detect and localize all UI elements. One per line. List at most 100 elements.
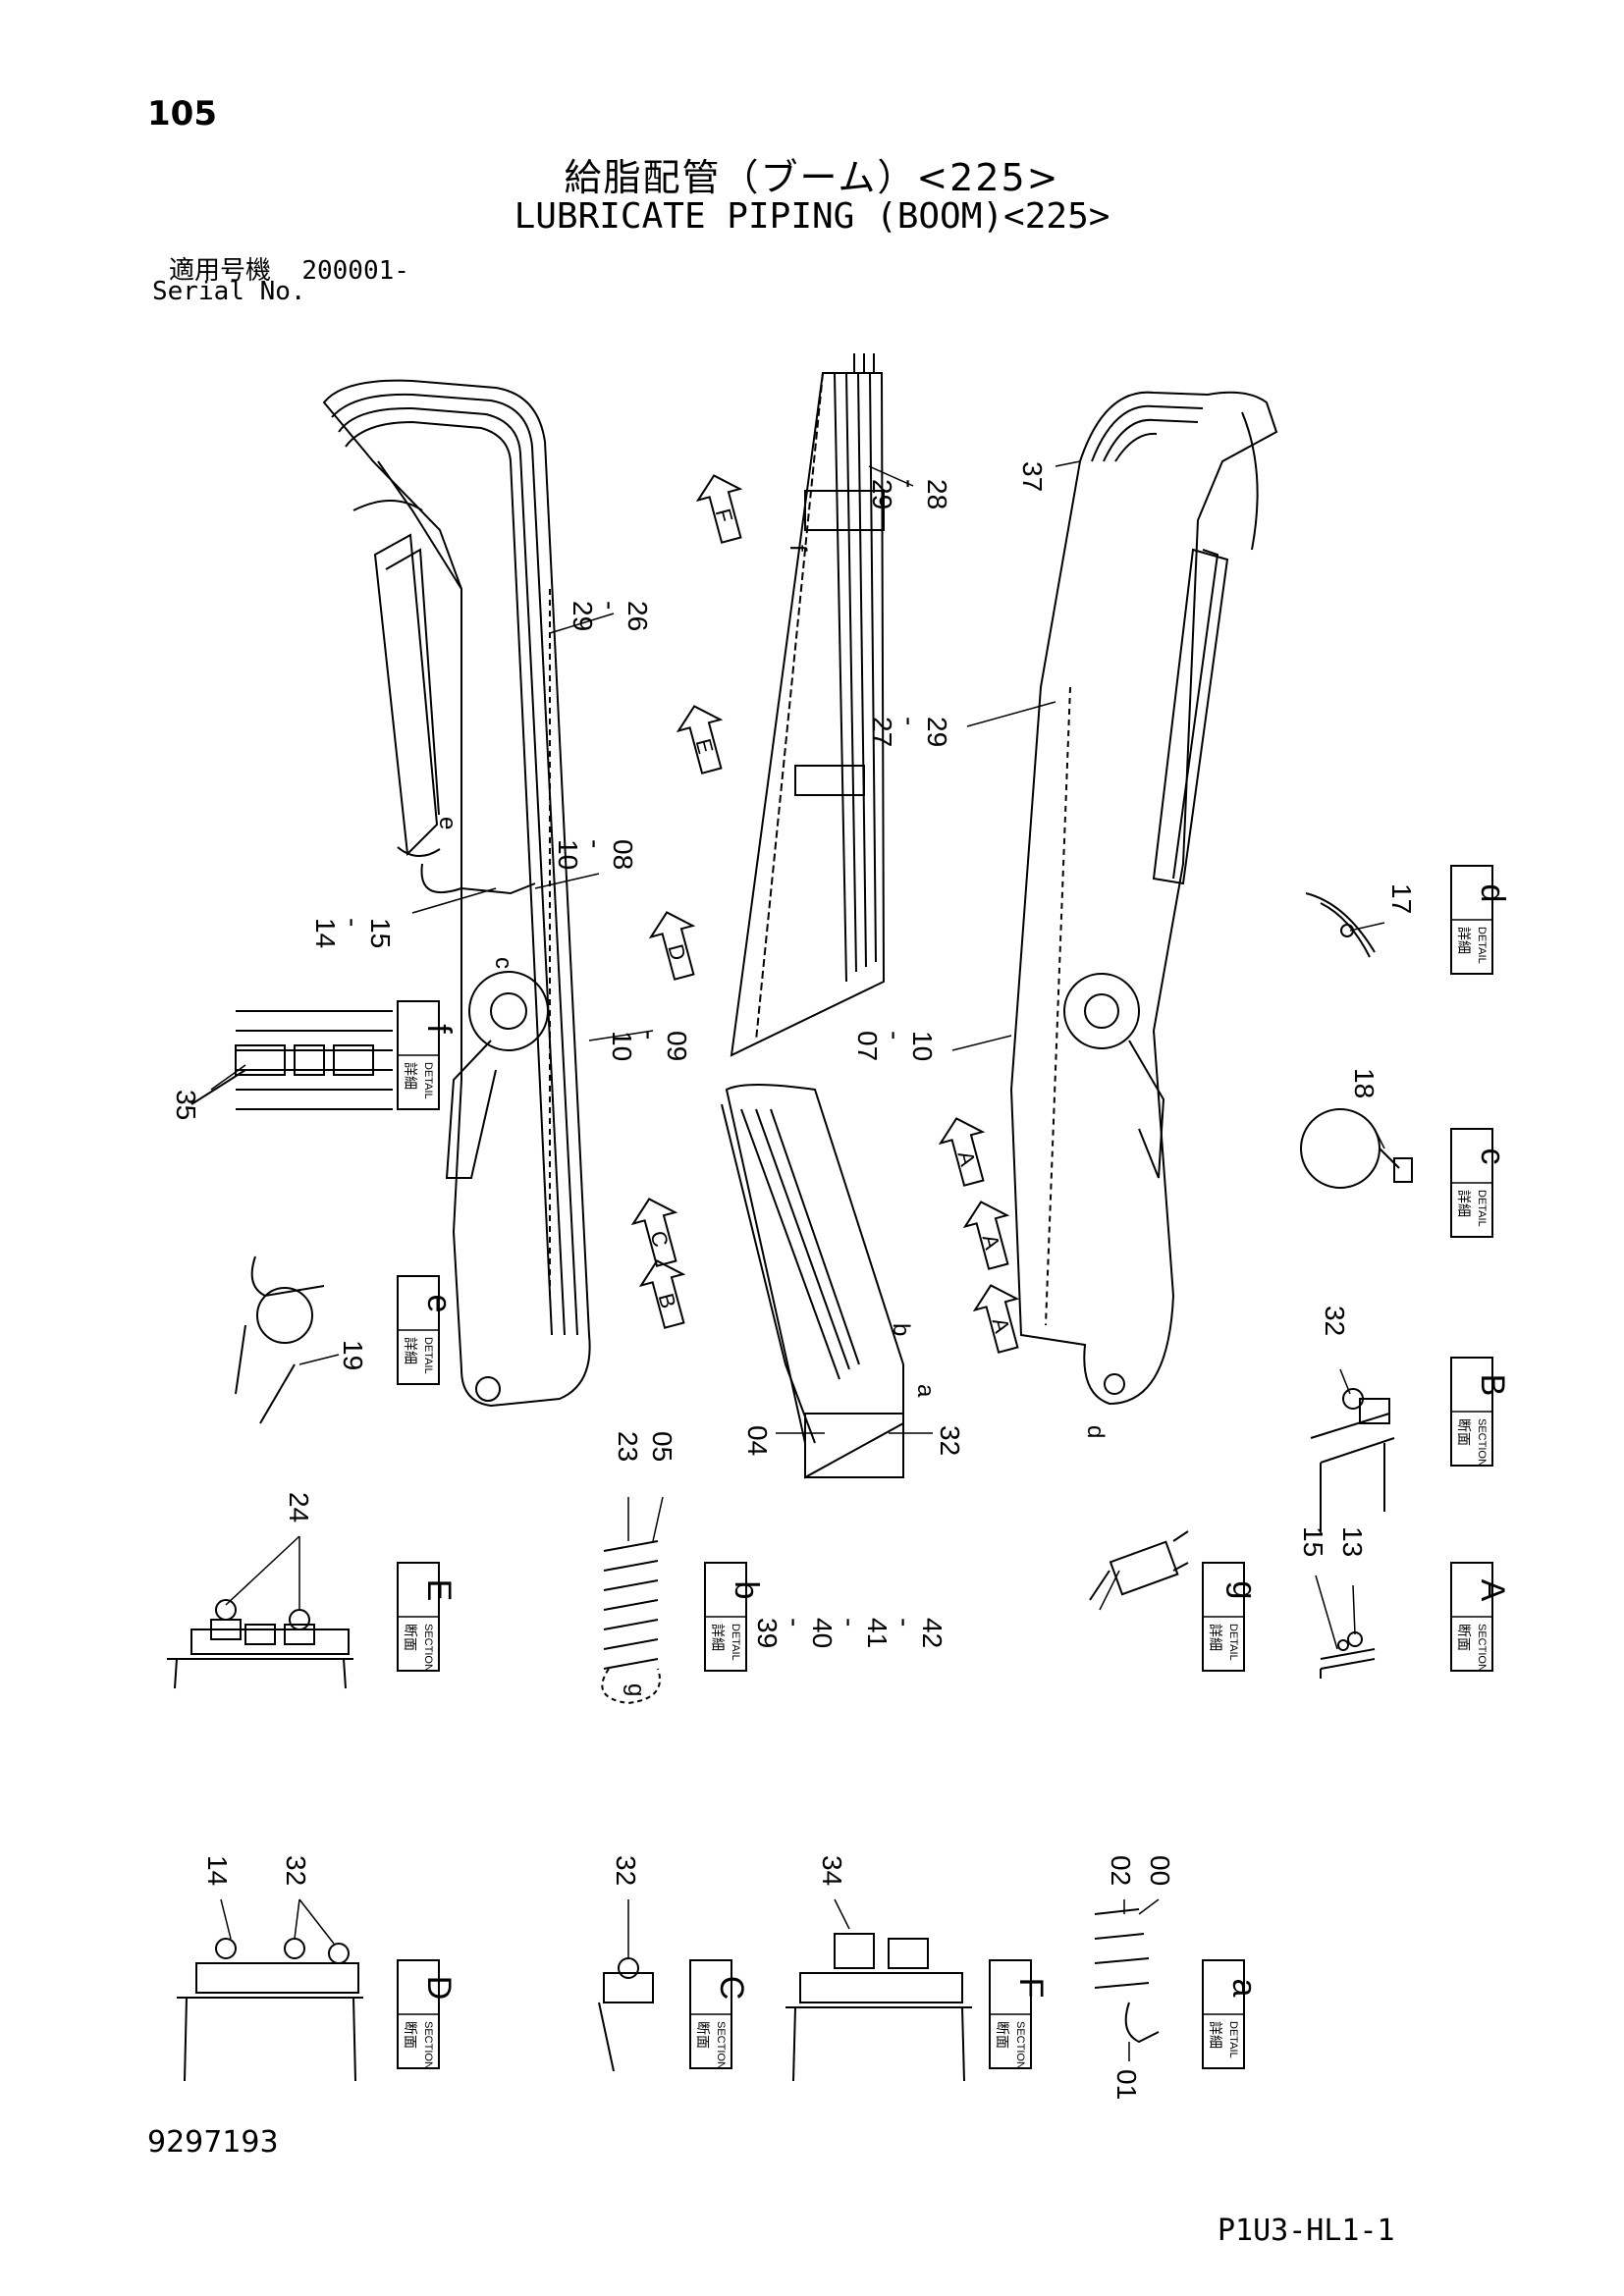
view-box-letter: d (1474, 884, 1511, 903)
view-arrow-E: E (676, 705, 724, 774)
view-box-a: a 詳細 DETAIL (1202, 1959, 1263, 2069)
center-lower-boom-drawing (721, 1084, 904, 1479)
view-box-letter: e (420, 1295, 458, 1313)
view-box-en: SECTION (422, 1624, 434, 1672)
view-box-letter: g (1225, 1581, 1263, 1600)
callout-label: 19 (338, 1340, 368, 1370)
callout-label: 29-27 (867, 717, 952, 747)
view-box-jp: 詳細 (1456, 927, 1472, 954)
view-arrow-F: F (695, 474, 743, 544)
view-arrows: F E D C B A A A (630, 474, 1020, 1354)
view-arrow-A: A (938, 1117, 986, 1187)
serial-range: 200001- (301, 256, 409, 286)
part-callouts: 26-29 08-10 15-14 09-10 28-29 37 29-27 1… (171, 461, 1417, 2100)
view-arrow-label: C (645, 1228, 673, 1250)
marker-f: f (785, 545, 811, 552)
view-arrow-B: B (638, 1259, 686, 1329)
view-box-letter: a (1225, 1979, 1263, 1998)
callout-label: 02 (1106, 1855, 1136, 1886)
view-box-jp: 詳細 (1208, 1624, 1223, 1651)
callout-label: 01 (1111, 2069, 1142, 2100)
callout-label: 10-07 (852, 1031, 938, 1061)
section-E-sketch (167, 1599, 353, 1689)
view-box-en: SECTION (1014, 2021, 1026, 2069)
callout-label: 15-14 (310, 918, 396, 948)
title-english: LUBRICATE PIPING (BOOM)<225> (514, 196, 1110, 237)
callout-label: 13 (1337, 1526, 1368, 1557)
callout-label: 26-29 (568, 601, 653, 631)
view-arrow-A: A (972, 1284, 1020, 1354)
view-box-d: d 詳細 DETAIL (1450, 865, 1511, 975)
serial-label-japanese: 適用号機 (169, 256, 272, 286)
callout-label: 15 (1298, 1526, 1328, 1557)
page-number: 105 (147, 94, 217, 133)
center-upper-boom-drawing (730, 353, 886, 1057)
callout-label: 08-10 (553, 839, 638, 870)
view-box-en: DETAIL (730, 1624, 741, 1661)
callout-label: 00 (1145, 1855, 1175, 1886)
view-box-letter: D (420, 1976, 458, 2001)
view-box-letter: C (713, 1976, 750, 2001)
detail-c-sketch (1300, 1108, 1413, 1189)
section-B-sketch (1310, 1388, 1395, 1531)
detail-sketches (167, 892, 1413, 2082)
view-box-jp: 断面 (995, 2021, 1010, 2049)
left-boom-drawing (322, 379, 591, 1408)
marker-g: g (623, 1683, 649, 1696)
view-box-en: DETAIL (1476, 1190, 1488, 1227)
view-label-boxes: f 詳細 DETAIL e 詳細 DETAIL d 詳細 DETAIL c 詳細… (397, 865, 1511, 2069)
view-box-en: SECTION (1476, 1624, 1488, 1672)
view-box-letter: f (420, 1024, 458, 1034)
view-arrow-label: B (654, 1291, 681, 1311)
view-box-letter: c (1474, 1148, 1511, 1165)
callout-label: 14 (202, 1855, 233, 1886)
document-number: 9297193 (147, 2125, 279, 2160)
serial-line-japanese: 適用号機 200001- (169, 250, 409, 287)
view-box-e: e 詳細 DETAIL (397, 1275, 458, 1385)
callout-label: 23 (613, 1431, 643, 1462)
title-japanese: 給脂配管（ブーム）<225> (564, 156, 1060, 199)
view-box-en: SECTION (422, 2021, 434, 2069)
view-box-E: E 断面 SECTION (397, 1562, 458, 1672)
marker-d: d (1082, 1425, 1109, 1438)
detail-e-sketch (235, 1255, 325, 1424)
callout-label: 32 (611, 1855, 641, 1886)
callout-label: 09-10 (607, 1031, 692, 1061)
view-box-letter: F (1012, 1978, 1050, 1999)
view-box-en: SECTION (1476, 1418, 1488, 1467)
callout-label: 37 (1017, 461, 1048, 492)
view-arrow-A: A (962, 1201, 1010, 1270)
view-markers: e c f b a d g (434, 545, 1109, 1696)
view-box-letter: b (728, 1581, 765, 1600)
detail-f-sketch (190, 1010, 393, 1110)
view-arrow-label: A (953, 1148, 981, 1169)
detail-b-sketch (601, 1540, 661, 1705)
view-box-jp: 詳細 (403, 1062, 418, 1090)
section-D-sketch (177, 1938, 363, 2082)
callout-label: 42-41-40-39 (752, 1618, 947, 1648)
callout-label: 04 (742, 1425, 773, 1456)
callout-label: 24 (284, 1492, 314, 1522)
view-box-jp: 詳細 (1208, 2021, 1223, 2049)
right-boom-drawing (1009, 391, 1278, 1406)
marker-c: c (490, 957, 516, 969)
view-box-jp: 断面 (1456, 1624, 1472, 1651)
callout-label: 34 (817, 1855, 847, 1886)
view-box-D: D 断面 SECTION (397, 1959, 458, 2069)
view-box-jp: 詳細 (403, 1337, 418, 1364)
view-box-jp: 断面 (1456, 1418, 1472, 1446)
leader-lines (210, 460, 1385, 2061)
callout-label: 35 (171, 1090, 201, 1120)
marker-e: e (434, 817, 460, 829)
view-arrow-label: F (711, 506, 738, 524)
callout-label: 28-29 (867, 479, 952, 509)
view-box-jp: 断面 (403, 2021, 418, 2049)
callout-label: 05 (647, 1431, 677, 1462)
view-arrow-label: A (988, 1315, 1015, 1336)
view-box-g: g 詳細 DETAIL (1202, 1562, 1263, 1672)
marker-a: a (912, 1384, 939, 1398)
callout-label: 17 (1386, 883, 1417, 914)
view-box-F: F 断面 SECTION (989, 1959, 1050, 2069)
callout-label: 32 (935, 1425, 965, 1456)
view-box-jp: 詳細 (710, 1624, 726, 1651)
